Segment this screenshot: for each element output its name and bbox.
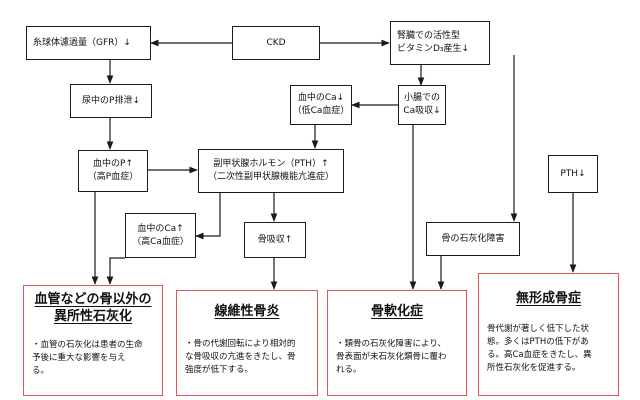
pth-box: 副甲状腺ホルモン（PTH）↑ （二次性副甲状腺機能亢進症） (198, 149, 344, 193)
adynamic-bone-disease-box: 無形成骨症 骨代謝が著しく低下した状 態。多くはPTHの低下があ る。高Ca血症… (478, 273, 619, 396)
adynamic-title: 無形成骨症 (515, 291, 581, 306)
urine-p-box: 尿中のP排泄↓ (70, 84, 152, 118)
osteitis-title: 線維性骨炎 (214, 304, 280, 319)
vitamin-d-label-2: ビタミンD₃産生↓ (397, 44, 470, 54)
urine-p-label: 尿中のP排泄↓ (82, 95, 140, 106)
osteomalacia-title: 骨軟化症 (370, 304, 423, 319)
osteomalacia-box: 骨軟化症 ・類骨の石灰化障害により、 骨表面が未石灰化類骨に覆わ れる。 (327, 290, 467, 396)
blood-ca-high-box: 血中のCa↑ （高Ca血症） (125, 213, 196, 258)
blood-ca-low-label-1: 血中のCa↓ (297, 93, 345, 103)
gfr-label: 糸球体濾過量（GFR）↓ (33, 37, 131, 48)
ectopic-calcification-box: 血管などの骨以外の 異所性石灰化 ・血管の石灰化は患者の生命 予後に重大な影響を… (23, 285, 163, 396)
pth-low-label: PTH↓ (560, 168, 586, 179)
blood-ca-low-label-2: （低Ca血症） (292, 106, 350, 116)
osteitis-desc-2: な骨吸収の亢進をきたし、骨 (185, 352, 296, 362)
ckd-label: CKD (266, 37, 286, 48)
intestine-label-1: 小腸での (403, 93, 440, 103)
blood-p-box: 血中のP↑ （高P血症） (78, 150, 148, 192)
adynamic-desc-1: 骨代謝が著しく低下した状 (487, 324, 590, 334)
bone-resorption-box: 骨吸収↑ (244, 222, 306, 258)
blood-ca-low-box: 血中のCa↓ （低Ca血症） (290, 85, 352, 125)
ectopic-desc-2: 予後に重大な影響を与え (32, 353, 126, 363)
adynamic-desc-4: 所性石灰化を促進する。 (487, 363, 581, 373)
adynamic-desc-2: 態。多くはPTHの低下があ (487, 337, 589, 347)
osteitis-fibrosa-box: 線維性骨炎 ・骨の代謝回転により相対的 な骨吸収の亢進をきたし、骨 強度が低下す… (176, 290, 318, 396)
ectopic-title-1: 血管などの骨以外の (34, 292, 152, 307)
osteomalacia-desc-1: ・類骨の石灰化障害により、 (336, 339, 446, 349)
osteomalacia-desc-2: 骨表面が未石灰化類骨に覆わ (336, 352, 447, 362)
blood-p-label-2: （高P血症） (87, 172, 139, 182)
gfr-box: 糸球体濾過量（GFR）↓ (26, 26, 151, 60)
osteitis-desc-3: 強度が低下する。 (185, 365, 254, 375)
ectopic-desc-1: ・血管の石灰化は患者の生命 (32, 340, 143, 350)
adynamic-desc-3: る。高Ca血症をきたし、異 (487, 350, 592, 360)
vitamin-d-box: 腎臓での活性型 ビタミンD₃産生↓ (390, 21, 490, 65)
osteomalacia-desc-3: れる。 (336, 365, 362, 375)
arrow-pth-to-highca (195, 193, 221, 240)
blood-ca-high-label-1: 血中のCa↑ (137, 223, 184, 234)
osteitis-desc-1: ・骨の代謝回転により相対的 (185, 339, 296, 349)
mineralization-disorder-label: 骨の石灰化障害 (441, 233, 505, 244)
pth-low-box: PTH↓ (548, 155, 598, 193)
blood-p-label-1: 血中のP↑ (93, 159, 133, 169)
intestine-box: 小腸での Ca吸収↓ (398, 85, 446, 125)
ckd-box: CKD (232, 26, 320, 60)
arrow-highca-to-ectopic (106, 257, 125, 285)
pth-label-2: （二次性副甲状腺機能亢進症） (207, 172, 334, 182)
intestine-label-2: Ca吸収↓ (403, 106, 441, 116)
mineralization-disorder-box: 骨の石灰化障害 (426, 222, 520, 256)
ectopic-desc-3: る。 (32, 366, 50, 376)
blood-ca-high-label-2: （高Ca血症） (132, 236, 189, 247)
ectopic-title-2: 異所性石灰化 (53, 309, 132, 324)
vitamin-d-label-1: 腎臓での活性型 (397, 31, 461, 41)
pth-label-1: 副甲状腺ホルモン（PTH）↑ (213, 159, 329, 169)
bone-resorption-label: 骨吸収↑ (257, 234, 293, 245)
